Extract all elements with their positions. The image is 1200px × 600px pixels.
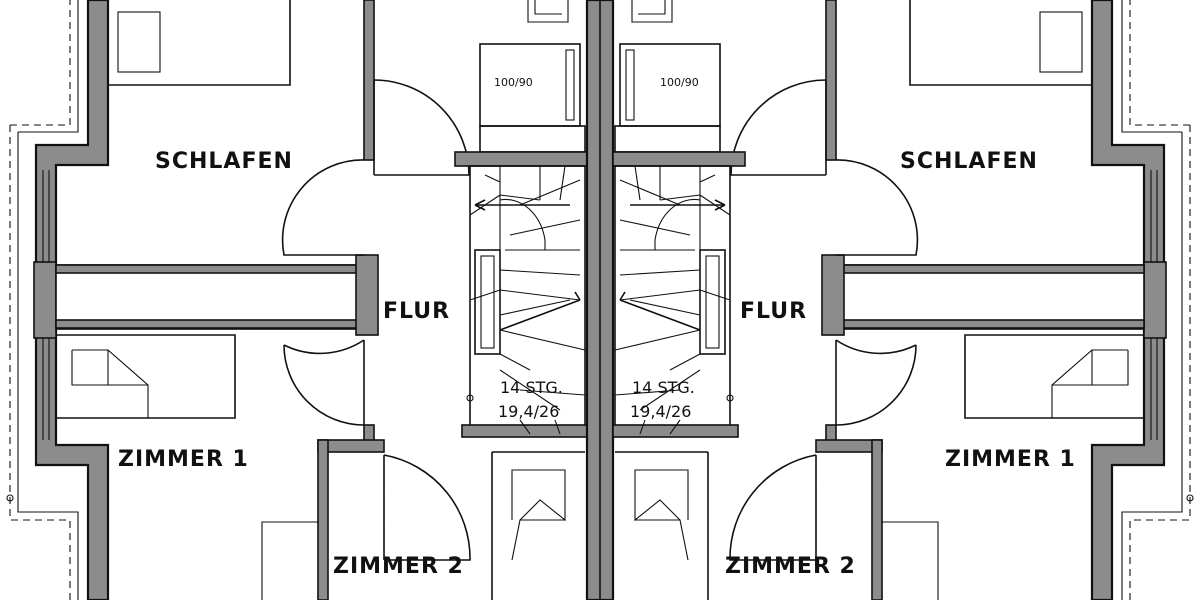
appliance-label: 100/90 (660, 76, 699, 89)
label-zimmer1: ZIMMER 1 (118, 447, 249, 472)
window-pier (33, 261, 57, 339)
appliance-label: 100/90 (494, 76, 533, 89)
fixture-top (527, 0, 569, 23)
bed-zimmer1 (964, 334, 1144, 419)
door-flur-upper (281, 159, 365, 256)
bed-schlafen (909, 0, 1093, 86)
label-zimmer1: ZIMMER 1 (945, 447, 1076, 472)
label-zimmer2: ZIMMER 2 (333, 554, 464, 579)
bed-zimmer1 (56, 334, 236, 419)
exterior-wall (34, 0, 110, 600)
bed-zimmer2 (511, 469, 567, 561)
gutter-dot (6, 494, 14, 502)
bed-zimmer1-blanket (71, 349, 149, 418)
exterior-wall (1090, 0, 1166, 600)
stair-steps: 14 STG. (632, 378, 695, 397)
bed-pillow (117, 11, 161, 73)
flur-wall-top (363, 0, 375, 161)
stair-steps: 14 STG. (500, 378, 563, 397)
unit-right: 100/90 14 STG. 19,4/26 SCHLAFEN FLUR ZIM… (612, 0, 1194, 600)
label-zimmer2: ZIMMER 2 (725, 554, 856, 579)
stair-well (474, 249, 501, 355)
bed-schlafen (107, 0, 291, 86)
stair-ratio: 19,4/26 (630, 402, 691, 421)
door-zimmer2 (383, 454, 471, 561)
eave-outline (9, 0, 71, 600)
label-schlafen: SCHLAFEN (900, 149, 1038, 174)
stair-ratio: 19,4/26 (498, 402, 559, 421)
stair-arrow (474, 199, 570, 211)
wardrobe-zimmer2 (491, 451, 585, 600)
eave-outline-inner (17, 0, 79, 600)
label-flur: FLUR (383, 299, 450, 324)
eave-outline (1129, 0, 1191, 600)
label-schlafen: SCHLAFEN (155, 149, 293, 174)
desk-zimmer1 (261, 521, 318, 600)
door-flur-lower (283, 339, 365, 426)
label-flur: FLUR (740, 299, 807, 324)
unit-left: 100/90 14 STG. 19,4/26 SCHLAFEN FLUR ZIM… (6, 0, 588, 600)
zimmer2-left-wall (317, 439, 329, 600)
closet-partition (55, 264, 365, 330)
stair-top-wall (454, 151, 588, 167)
shelf (479, 125, 586, 153)
